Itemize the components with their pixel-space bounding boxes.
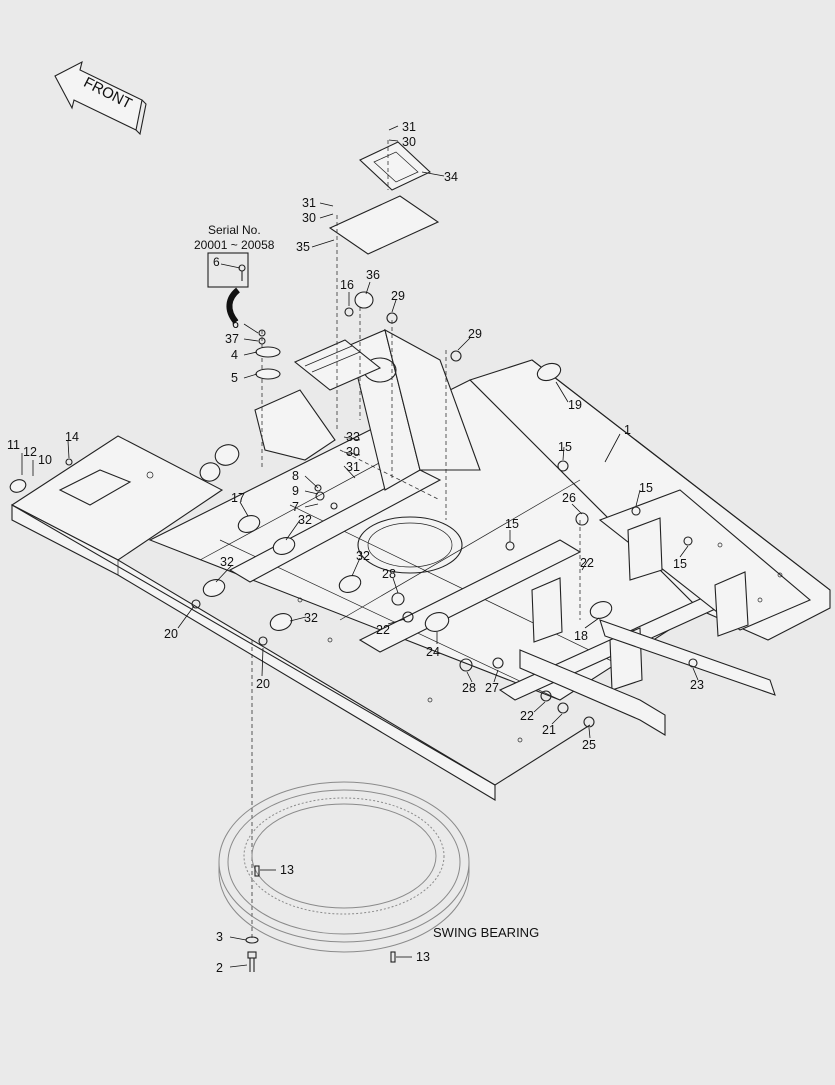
bolts [245, 865, 396, 972]
callout: 30 [346, 445, 360, 459]
callout: 37 [225, 332, 239, 346]
callout: 31 [346, 460, 360, 474]
callout: 29 [468, 327, 482, 341]
callout: 32 [304, 611, 318, 625]
callout: 14 [65, 430, 79, 444]
callout: 21 [542, 723, 556, 737]
callout: 7 [292, 500, 299, 514]
callout: 22 [376, 623, 390, 637]
callout: 20 [164, 627, 178, 641]
callout: 35 [296, 240, 310, 254]
callout: 22 [520, 709, 534, 723]
callout: 26 [562, 491, 576, 505]
callout: 4 [231, 348, 238, 362]
callout: 22 [580, 556, 594, 570]
callout: 15 [673, 557, 687, 571]
callout: 28 [462, 681, 476, 695]
callout: 6 [232, 317, 239, 331]
callout: 30 [402, 135, 416, 149]
upper-frame [10, 328, 831, 801]
callout: 15 [505, 517, 519, 531]
callout: 2 [216, 961, 223, 975]
callout: 36 [366, 268, 380, 282]
callouts: 1 2 3 4 5 6 6 7 8 9 10 11 12 13 13 14 15… [7, 120, 704, 975]
leader-lines [21, 125, 699, 968]
callout: 13 [416, 950, 430, 964]
callout: 5 [231, 371, 238, 385]
callout: 32 [356, 549, 370, 563]
seal-rings [9, 291, 698, 728]
callout: 13 [280, 863, 294, 877]
swing-bearing [218, 781, 470, 953]
callout: 24 [426, 645, 440, 659]
callout: 17 [231, 491, 245, 505]
callout: 27 [485, 681, 499, 695]
callout: 25 [582, 738, 596, 752]
callout: 15 [639, 481, 653, 495]
callout: 16 [340, 278, 354, 292]
front-arrow: FRONT [54, 60, 147, 136]
callout: 9 [292, 484, 299, 498]
callout: 30 [302, 211, 316, 225]
callout: 10 [38, 453, 52, 467]
callout: 23 [690, 678, 704, 692]
serial-part-number: 6 [213, 255, 220, 269]
callout: 3 [216, 930, 223, 944]
callout: 20 [256, 677, 270, 691]
callout: 32 [220, 555, 234, 569]
callout: 34 [444, 170, 458, 184]
callout: 29 [391, 289, 405, 303]
callout: 11 [7, 438, 20, 452]
callout: 1 [624, 423, 631, 437]
serial-range: 20001 ~ 20058 [194, 238, 275, 252]
swing-bearing-label: SWING BEARING [433, 925, 539, 940]
callout: 12 [23, 445, 37, 459]
callout: 15 [558, 440, 572, 454]
serial-inset: Serial No. 20001 ~ 20058 6 [194, 223, 275, 324]
callout: 19 [568, 398, 582, 412]
callout: 31 [302, 196, 316, 210]
callout: 8 [292, 469, 299, 483]
callout: 28 [382, 567, 396, 581]
callout: 32 [298, 513, 312, 527]
callout: 18 [574, 629, 588, 643]
callout: 31 [402, 120, 416, 134]
serial-title: Serial No. [208, 223, 261, 237]
top-plates [328, 141, 440, 255]
callout: 33 [346, 430, 360, 444]
